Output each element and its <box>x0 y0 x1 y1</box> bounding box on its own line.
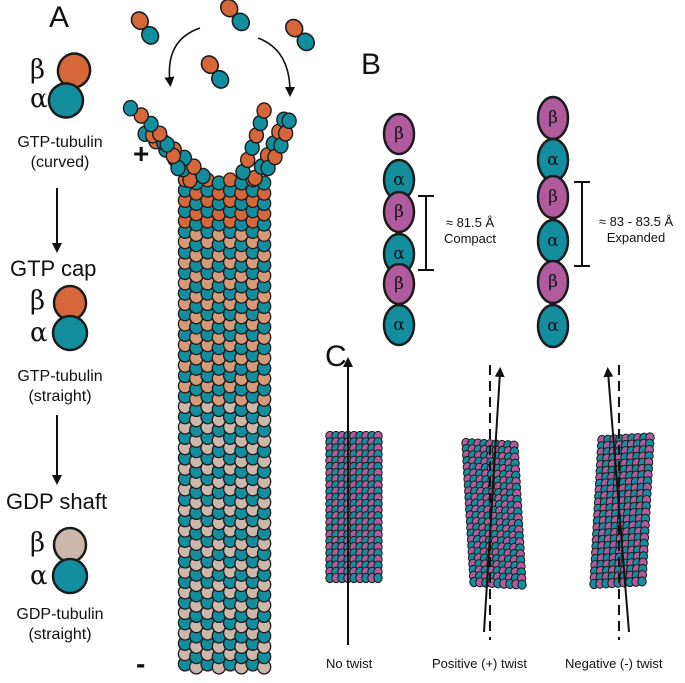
free-dimer-3 <box>200 55 230 89</box>
compact-stack-beta <box>382 112 416 156</box>
curl-alpha <box>122 99 139 117</box>
negative-twist-label: Negative (-) twist <box>565 656 663 671</box>
no-twist-lattice-alpha <box>373 572 383 584</box>
gtp-cap-title: GTP cap <box>10 256 97 281</box>
expanded-stack-alpha-symbol: α <box>547 150 559 170</box>
free-alpha <box>231 12 251 32</box>
gdp-straight-line2: (straight) <box>28 626 92 643</box>
compact-stack-alpha-symbol: α <box>393 244 405 264</box>
free-dimer-0 <box>130 11 160 45</box>
panel-b-label: B <box>361 48 382 81</box>
expanded-stack-alpha-symbol: α <box>547 316 559 336</box>
compact-stack-alpha <box>382 303 416 347</box>
gdp-straight-line1: GDP-tubulin <box>16 606 104 623</box>
curved-caption-line1: GTP-tubulin <box>17 134 103 151</box>
gdp-legend-beta-subunit <box>52 526 88 564</box>
panel-c-label: C <box>325 340 347 373</box>
expanded-spacing-label: ≈ 83 - 83.5 Å Expanded <box>590 214 682 245</box>
alpha-symbol-gdp: α <box>30 561 48 591</box>
beta-symbol-cap: β <box>30 286 46 316</box>
free-alpha <box>296 32 316 52</box>
panel-a-label: A <box>49 1 70 34</box>
beta-symbol-gdp: β <box>30 528 46 558</box>
curved-caption-line2: (curved) <box>30 154 90 171</box>
expanded-value: ≈ 83 - 83.5 Å <box>598 214 674 229</box>
compact-stack-beta <box>382 190 416 234</box>
compact-stack-beta-symbol: β <box>394 202 404 222</box>
expanded-stack-beta <box>536 174 570 220</box>
gtp-straight-line1: GTP-tubulin <box>17 368 103 385</box>
expanded-stack-beta <box>536 259 570 305</box>
cap-legend-dimer <box>51 284 89 352</box>
compact-word: Compact <box>443 230 497 246</box>
compact-stack-alpha-symbol: α <box>393 170 405 190</box>
incoming-arrow-left <box>164 27 201 87</box>
expanded-stack-beta-symbol: β <box>548 108 558 128</box>
cap-legend-alpha-subunit <box>51 314 89 352</box>
plus-end-label: + <box>133 138 150 169</box>
compact-stack-beta-symbol: β <box>394 124 404 144</box>
alpha-symbol-curved: α <box>30 84 48 114</box>
negative-twist-lattice-alpha <box>637 576 647 587</box>
curl-alpha <box>281 112 297 130</box>
compact-stack-beta-symbol: β <box>394 274 404 294</box>
expanded-stack-beta-symbol: β <box>548 272 558 292</box>
expanded-word: Expanded <box>606 229 666 245</box>
gdp-legend-alpha-subunit <box>51 557 89 595</box>
gdp-legend-dimer <box>51 526 89 595</box>
free-alpha <box>141 25 160 45</box>
curl-beta <box>256 102 272 119</box>
positive-twist-axis-arrow <box>483 367 505 633</box>
compact-value: ≈ 81.5 Å <box>445 215 495 230</box>
curved-alpha-subunit <box>47 82 85 119</box>
gdp-shaft-title: GDP shaft <box>6 489 108 514</box>
curved-dimer <box>47 52 92 119</box>
free-dimer-2 <box>284 18 316 52</box>
free-dimer-1 <box>219 0 251 32</box>
compact-stack-alpha-symbol: α <box>393 315 405 335</box>
alpha-symbol-cap: α <box>30 318 48 348</box>
free-alpha <box>211 69 230 89</box>
gtp-straight-line2: (straight) <box>28 388 92 405</box>
expanded-stack-beta-symbol: β <box>548 187 558 207</box>
positive-twist-lattice-alpha <box>517 579 527 590</box>
curl-beta <box>133 107 149 124</box>
curved-tubulin-caption: GTP-tubulin (curved) <box>0 133 120 173</box>
no-twist-label: No twist <box>326 656 373 671</box>
straight-gtp-caption: GTP-tubulin (straight) <box>0 367 120 407</box>
expanded-stack-alpha <box>536 303 570 349</box>
compact-spacing-label: ≈ 81.5 Å Compact <box>434 215 506 246</box>
straight-gdp-caption: GDP-tubulin (straight) <box>0 605 120 645</box>
beta-symbol-curved: β <box>30 55 46 85</box>
minus-end-label: - <box>136 648 146 679</box>
expanded-stack-alpha-symbol: α <box>547 231 559 251</box>
positive-twist-label: Positive (+) twist <box>432 656 527 671</box>
incoming-arrow-right <box>257 37 295 97</box>
